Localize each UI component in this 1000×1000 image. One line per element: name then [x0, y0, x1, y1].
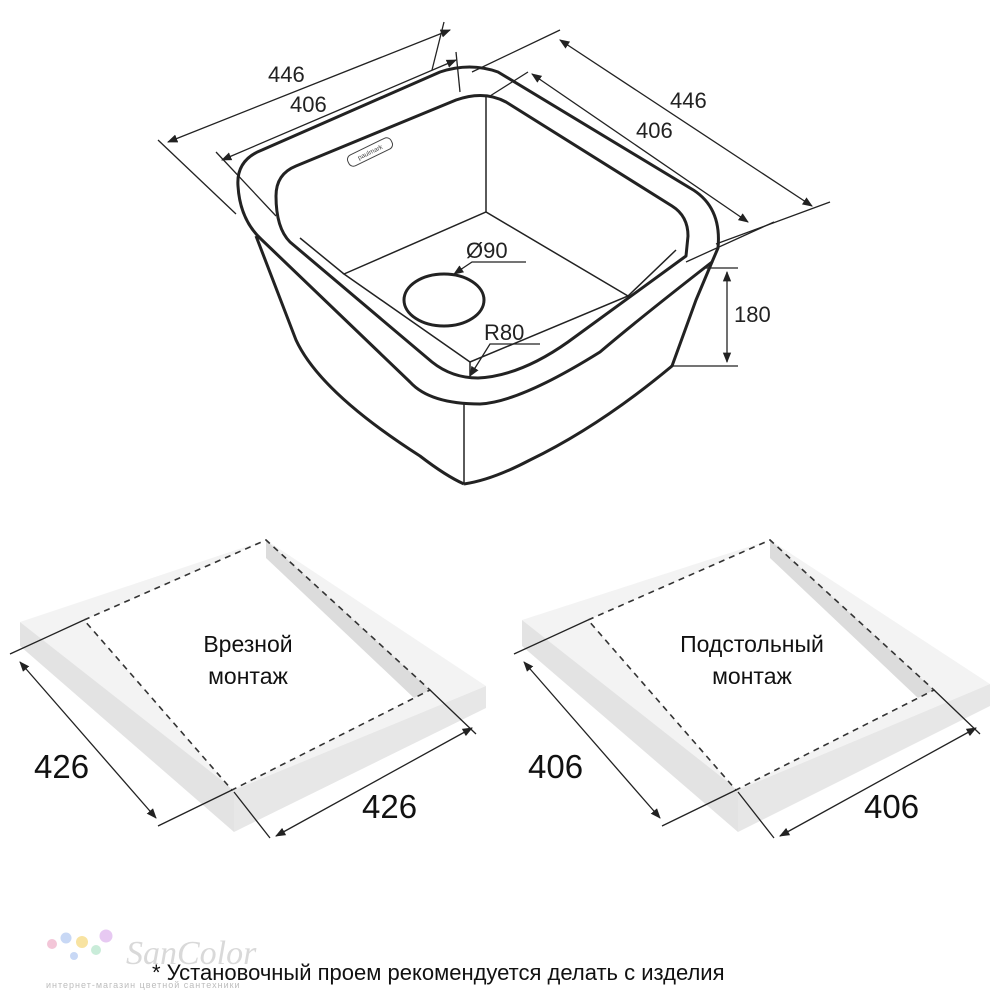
sink-inner-edge-left — [299, 237, 345, 275]
sink-left-wall — [254, 235, 465, 486]
mount-panel-undermount: Подстольный монтаж 406 406 — [513, 539, 990, 839]
mount-label-line1: Врезной — [203, 631, 292, 657]
dim-depth-inner: 406 — [636, 118, 673, 143]
dim-line-right — [275, 727, 473, 837]
sink-right-wall — [463, 261, 714, 486]
logo-dot — [70, 952, 78, 960]
mount-label-line1: Подстольный — [680, 631, 824, 657]
dim-right: 426 — [362, 788, 417, 825]
sink-inner-rim — [274, 94, 690, 380]
footnote: * Установочный проем рекомендуется делат… — [152, 960, 725, 985]
dim-line-width-inner — [221, 59, 457, 161]
cutout-wall-back — [770, 540, 934, 698]
dim-right: 406 — [864, 788, 919, 825]
dim-line-left — [19, 661, 157, 819]
drain-leader — [453, 261, 526, 275]
dim-left: 426 — [34, 748, 89, 785]
watermark-logo: SanColor интернет-магазин цветной сантех… — [46, 929, 257, 990]
watermark-name: SanColor — [126, 935, 257, 972]
logo-dot — [60, 932, 72, 944]
logo-dot — [99, 929, 113, 943]
drain-hole — [402, 272, 486, 328]
dim-height: 180 — [734, 302, 771, 327]
dim-depth-outer: 446 — [670, 88, 707, 113]
dim-width-outer: 446 — [268, 62, 305, 87]
sink-inner-edge-right — [627, 249, 677, 297]
cutout-wall-back — [266, 540, 430, 698]
mount-panel-inset: Врезной монтаж 426 426 — [9, 539, 486, 839]
dim-line-depth-inner — [531, 73, 749, 223]
logo-dot — [76, 936, 88, 948]
logo-dot — [91, 945, 101, 955]
dim-line-left — [523, 661, 661, 819]
dim-drain: Ø90 — [466, 238, 508, 263]
dim-width-inner: 406 — [290, 92, 327, 117]
dim-line-right — [779, 727, 977, 837]
mount-label-line2: монтаж — [208, 663, 288, 689]
logo-dot — [47, 939, 57, 949]
mount-label-line2: монтаж — [712, 663, 792, 689]
dim-left: 406 — [528, 748, 583, 785]
watermark-tagline: интернет-магазин цветной сантехники — [46, 980, 241, 990]
dim-line-depth-outer — [559, 39, 813, 207]
radius-leader — [469, 343, 540, 377]
dim-radius: R80 — [484, 320, 524, 345]
sink-dimensions: 446 406 446 406 Ø90 R80 180 — [157, 21, 831, 377]
